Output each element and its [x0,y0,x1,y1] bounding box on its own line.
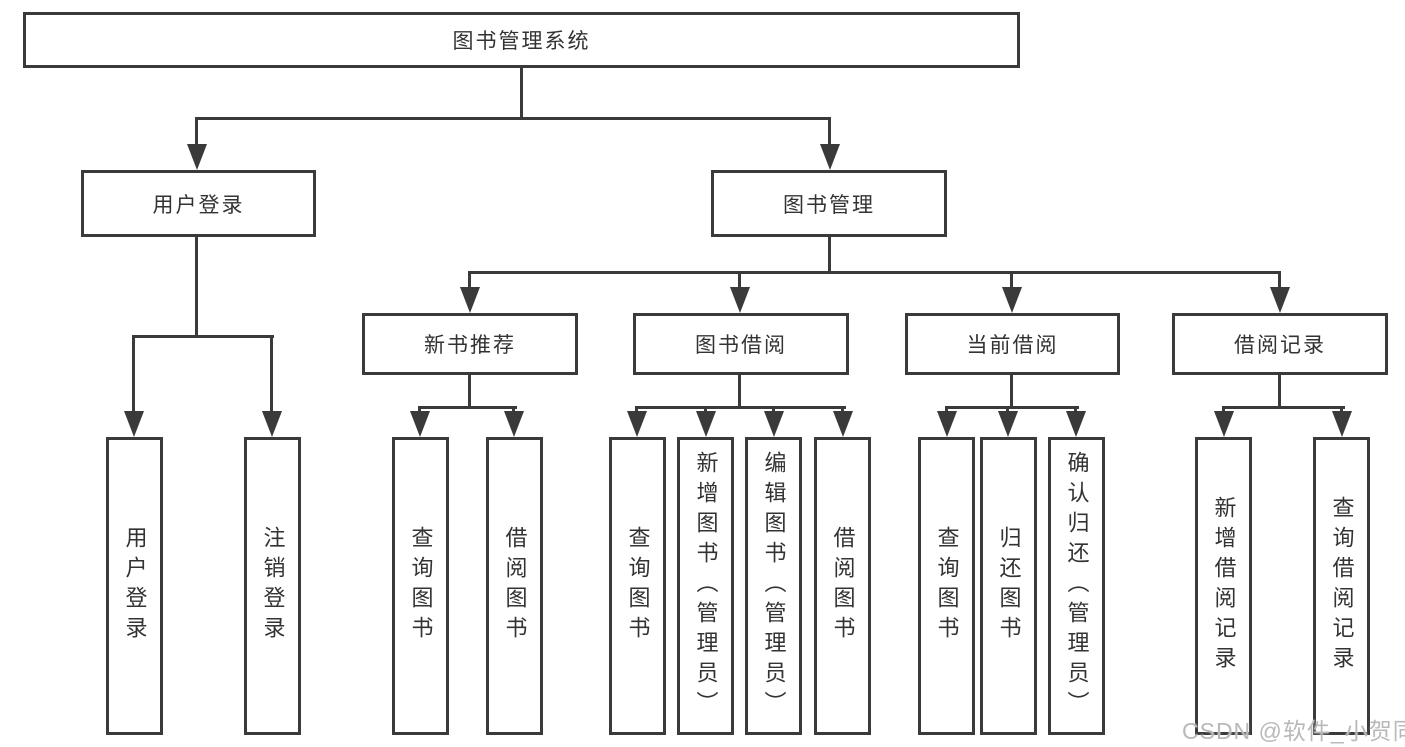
connector-line [738,373,741,409]
node-label: 归还图书 [996,526,1022,646]
connector-line [270,335,273,413]
node-label: 当前借阅 [966,334,1059,357]
node-label: 图书管理 [783,193,875,217]
arrowhead-down [410,411,430,437]
node-label: 新增借阅记录 [1211,496,1237,676]
node-label: 注销登录 [260,526,286,646]
connector-line [1278,373,1281,409]
arrowhead-down [262,411,282,437]
connector-line [1340,406,1343,415]
arrowhead-down [504,411,524,437]
arrowhead-down [998,411,1018,437]
node-label: 编辑图书（管理员） [761,451,787,721]
arrowhead-down [627,411,647,437]
arrowhead-down [820,144,840,170]
node-label: 查询借阅记录 [1329,496,1355,676]
leaf-nbr-query-books: 查询图书 [392,437,449,735]
node-label: 用户登录 [152,193,245,217]
connector-line [195,235,198,337]
arrowhead-down [1332,411,1352,437]
node-label: 借阅图书 [502,526,528,646]
leaf-logout: 注销登录 [244,437,301,735]
leaf-bb-query-books: 查询图书 [609,437,666,735]
node-label: 查询图书 [934,526,960,646]
node-label: 图书管理系统 [452,30,591,53]
arrowhead-down [187,144,207,170]
node-label: 借阅图书 [830,526,856,646]
connector-line [512,406,515,415]
leaf-bb-edit-book-admin: 编辑图书（管理员） [745,437,802,735]
node-book-management: 图书管理 [711,170,947,237]
arrowhead-down [1270,287,1290,313]
arrowhead-down [730,287,750,313]
connector-line [1278,271,1281,291]
leaf-br-add-record: 新增借阅记录 [1195,437,1252,735]
node-label: 确认归还（管理员） [1064,451,1090,721]
connector-line [841,406,844,415]
node-new-book-recommend: 新书推荐 [362,313,578,375]
leaf-cb-confirm-return-admin: 确认归还（管理员） [1048,437,1105,735]
connector-line [1222,406,1345,409]
connector-line [635,406,638,415]
connector-line [418,406,517,409]
node-label: 图书借阅 [695,334,787,357]
connector-line [1074,406,1077,415]
arrowhead-down [833,411,853,437]
connector-line [828,117,831,147]
connector-line [520,66,523,118]
leaf-cb-query-books: 查询图书 [918,437,975,735]
leaf-cb-return-book: 归还图书 [980,437,1037,735]
connector-line [945,406,948,415]
watermark: CSDN @软件_小贺同学 [1182,718,1405,744]
node-label: 新增图书（管理员） [693,451,719,721]
connector-line [196,117,831,120]
arrowhead-down [696,411,716,437]
node-label: 新书推荐 [424,334,516,357]
leaf-br-query-record: 查询借阅记录 [1313,437,1370,735]
node-label: 借阅记录 [1234,334,1326,357]
leaf-user-login: 用户登录 [106,437,163,735]
arrowhead-down [1066,411,1086,437]
connector-line [1006,406,1009,415]
node-label: 查询图书 [625,526,651,646]
node-book-borrowing: 图书借阅 [633,313,849,375]
connector-line [772,406,775,415]
connector-line [945,406,1079,409]
node-label: 用户登录 [122,526,148,646]
node-root: 图书管理系统 [23,12,1020,68]
connector-line [828,235,831,274]
connector-line [468,373,471,409]
connector-line [132,335,274,338]
arrowhead-down [1214,411,1234,437]
node-user-login: 用户登录 [81,170,316,237]
arrowhead-down [124,411,144,437]
connector-line [1010,373,1013,409]
leaf-bb-add-book-admin: 新增图书（管理员） [677,437,734,735]
connector-line [195,117,198,147]
arrowhead-down [764,411,784,437]
connector-line [738,271,741,291]
connector-line [635,406,846,409]
node-label: 查询图书 [408,526,434,646]
leaf-bb-borrow-books: 借阅图书 [814,437,871,735]
arrowhead-down [1002,287,1022,313]
node-borrowing-records: 借阅记录 [1172,313,1388,375]
arrowhead-down [460,287,480,313]
connector-line [132,335,135,413]
connector-line [468,271,471,291]
connector-line [1222,406,1225,415]
connector-line [468,271,1281,274]
connector-line [418,406,421,415]
connector-line [1010,271,1013,291]
arrowhead-down [937,411,957,437]
node-current-borrowing: 当前借阅 [905,313,1120,375]
connector-line [704,406,707,415]
leaf-nbr-borrow-books: 借阅图书 [486,437,543,735]
